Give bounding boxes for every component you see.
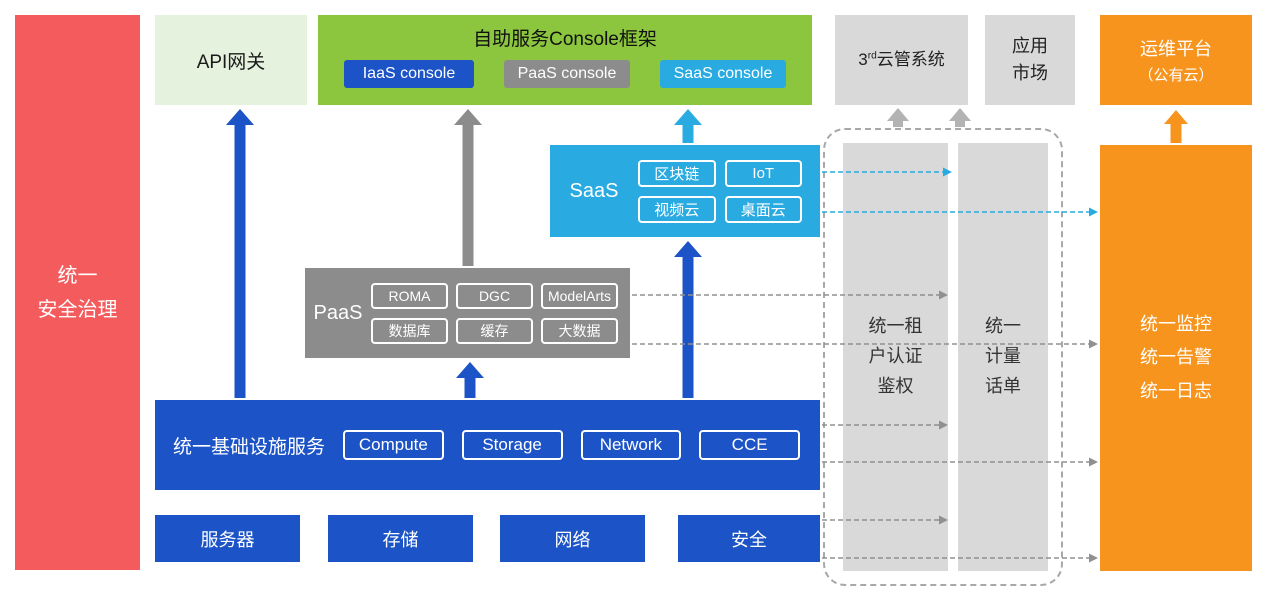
arrow-iaas-to-api-gateway bbox=[226, 109, 254, 398]
saas-service-desktop-cloud: 桌面云 bbox=[724, 195, 802, 223]
iaas-layer-label: 统一基础设施服务 bbox=[172, 436, 325, 458]
arrow-iaas-to-paas bbox=[456, 362, 484, 398]
om-platform-title: 运维平台 bbox=[1140, 39, 1212, 59]
hardware-security-box: 安全 bbox=[678, 515, 820, 562]
iaas-services-grid: Compute Storage Network CCE bbox=[343, 430, 800, 460]
paas-service-roma: ROMA bbox=[371, 282, 448, 309]
om-platform-subtitle: （公有云） bbox=[1138, 67, 1214, 84]
hardware-network-box: 网络 bbox=[500, 515, 645, 562]
paas-service-dgc: DGC bbox=[456, 282, 533, 309]
unified-tenant-auth-bar: 统一租 户认证 鉴权 bbox=[843, 143, 948, 571]
third-party-ordinal: rd bbox=[867, 50, 877, 62]
iaas-layer-box: 统一基础设施服务 Compute Storage Network CCE bbox=[155, 400, 820, 490]
third-party-prefix: 3 bbox=[858, 50, 868, 70]
paas-console-button: PaaS console bbox=[504, 60, 630, 88]
unified-monitoring-box: 统一监控 统一告警 统一日志 bbox=[1100, 145, 1252, 571]
paas-service-cache: 缓存 bbox=[456, 317, 533, 344]
arrow-monitoring-to-om-platform bbox=[1164, 110, 1188, 143]
saas-layer-label: SaaS bbox=[569, 179, 619, 202]
paas-layer-label: PaaS bbox=[313, 301, 363, 324]
saas-console-button: SaaS console bbox=[660, 60, 786, 88]
console-buttons-row: IaaS console PaaS console SaaS console bbox=[344, 60, 786, 88]
shared-services-dashed-container bbox=[823, 128, 1063, 586]
saas-service-video-cloud: 视频云 bbox=[638, 195, 716, 223]
self-service-console-frame: 自助服务Console框架 IaaS console PaaS console … bbox=[318, 15, 812, 105]
arrow-iaas-to-saas bbox=[674, 241, 702, 398]
arrow-auth-to-third-party bbox=[887, 108, 909, 127]
iaas-service-storage: Storage bbox=[461, 430, 563, 460]
saas-service-iot: IoT bbox=[724, 159, 802, 187]
unified-security-governance-bar: 统一 安全治理 bbox=[15, 15, 140, 570]
iaas-service-network: Network bbox=[580, 430, 682, 460]
third-party-cloud-mgmt-label: 3rd云管系统 bbox=[858, 47, 945, 73]
app-market-box: 应用 市场 bbox=[985, 15, 1075, 105]
hardware-server-box: 服务器 bbox=[155, 515, 300, 562]
third-party-cloud-mgmt-box: 3rd云管系统 bbox=[835, 15, 968, 105]
third-party-suffix: 云管系统 bbox=[876, 50, 945, 70]
paas-service-modelarts: ModelArts bbox=[541, 282, 618, 309]
paas-services-grid: ROMA DGC ModelArts 数据库 缓存 大数据 bbox=[371, 282, 618, 344]
arrow-paas-to-console bbox=[454, 109, 482, 266]
saas-services-grid: 区块链 IoT 视频云 桌面云 bbox=[638, 159, 802, 223]
iaas-console-button: IaaS console bbox=[344, 60, 474, 88]
console-frame-title: 自助服务Console框架 bbox=[473, 29, 657, 50]
saas-service-blockchain: 区块链 bbox=[638, 159, 716, 187]
om-platform-box: 运维平台 （公有云） bbox=[1100, 15, 1252, 105]
hardware-storage-box: 存储 bbox=[328, 515, 473, 562]
saas-layer-box: SaaS 区块链 IoT 视频云 桌面云 bbox=[550, 145, 820, 237]
arrow-saas-to-console bbox=[674, 109, 702, 143]
iaas-service-compute: Compute bbox=[343, 430, 444, 460]
unified-metering-bar: 统一 计量 话单 bbox=[958, 143, 1048, 571]
paas-layer-box: PaaS ROMA DGC ModelArts 数据库 缓存 大数据 bbox=[305, 268, 630, 358]
paas-service-database: 数据库 bbox=[371, 317, 448, 344]
paas-service-bigdata: 大数据 bbox=[541, 317, 618, 344]
iaas-service-cce: CCE bbox=[699, 430, 800, 460]
api-gateway-box: API网关 bbox=[155, 15, 307, 105]
arrow-metering-to-third-party bbox=[949, 108, 971, 127]
